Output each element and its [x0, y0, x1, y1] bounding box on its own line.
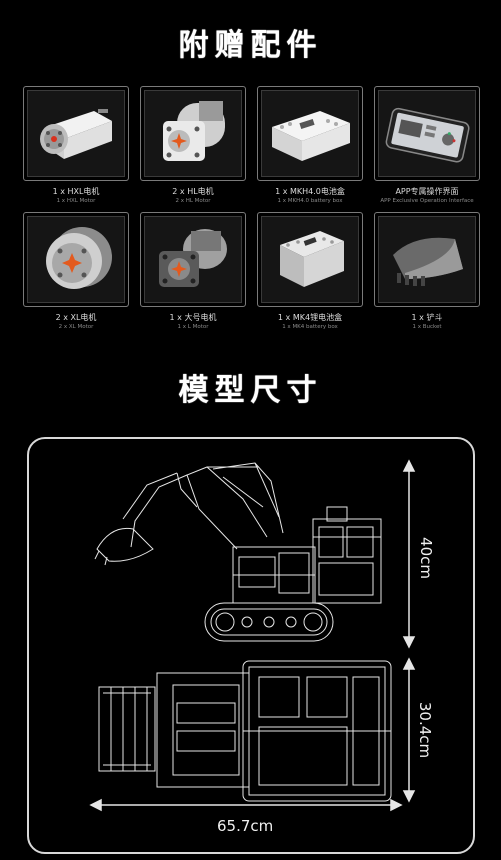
- accessory-image-frame: [374, 86, 480, 181]
- section-title-size: 模型尺寸: [0, 365, 501, 409]
- accessory-name-en: 2 x HL Motor: [175, 198, 211, 204]
- accessory-image-frame: [374, 212, 480, 307]
- accessory-name: 2 x HL电机: [172, 187, 214, 196]
- dimension-length: 65.7cm: [217, 817, 274, 835]
- hxl-motor-icon: [40, 109, 112, 159]
- accessory-name: 2 x XL电机: [55, 313, 97, 322]
- accessory-image-frame: [23, 212, 129, 307]
- accessory-name-en: 1 x Bucket: [412, 324, 442, 330]
- accessory-item: 1 x 铲斗 1 x Bucket: [373, 212, 481, 330]
- dimension-height: 40cm: [416, 537, 435, 579]
- l-motor-icon: [159, 229, 227, 287]
- bucket-icon: [393, 237, 463, 286]
- dimensions-panel: 40cm 30.4cm 65.7cm: [27, 437, 475, 854]
- accessory-item: 2 x XL电机 2 x XL Motor: [22, 212, 130, 330]
- accessory-image-frame: [140, 86, 246, 181]
- accessory-name-en: 2 x XL Motor: [58, 324, 94, 330]
- phone-app-icon: [385, 107, 470, 163]
- excavator-blueprint: [89, 459, 416, 812]
- accessory-item: 2 x HL电机 2 x HL Motor: [139, 86, 247, 204]
- xl-motor-icon: [46, 227, 112, 289]
- accessory-name: APP专属操作界面: [395, 187, 459, 196]
- accessory-name: 1 x 大号电机: [169, 313, 217, 322]
- lithium-battery-box-icon: [280, 231, 344, 287]
- accessory-image-frame: [140, 212, 246, 307]
- section-title-accessories-text: 附赠配件: [178, 28, 323, 63]
- section-title-size-text: 模型尺寸: [178, 373, 323, 408]
- accessory-item: APP专属操作界面 APP Exclusive Operation Interf…: [373, 86, 481, 204]
- accessories-grid: 1 x HXL电机 1 x HXL Motor 2 x HL电机 2 x HL …: [22, 86, 482, 330]
- dimension-width: 30.4cm: [416, 701, 435, 759]
- section-title-accessories: 附赠配件: [0, 20, 501, 64]
- accessory-image-frame: [257, 86, 363, 181]
- accessory-name: 1 x HXL电机: [52, 187, 100, 196]
- accessory-item: 1 x 大号电机 1 x L Motor: [139, 212, 247, 330]
- hl-motor-icon: [163, 101, 225, 161]
- accessory-name-en: 1 x MKH4.0 battery box: [277, 198, 343, 204]
- battery-box-icon: [272, 111, 350, 161]
- accessory-name-en: APP Exclusive Operation Interface: [380, 198, 474, 204]
- accessory-item: 1 x HXL电机 1 x HXL Motor: [22, 86, 130, 204]
- accessory-item: 1 x MK4锂电池盒 1 x MK4 battery box: [256, 212, 364, 330]
- accessory-image-frame: [257, 212, 363, 307]
- accessory-item: 1 x MKH4.0电池盒 1 x MKH4.0 battery box: [256, 86, 364, 204]
- accessory-name-en: 1 x L Motor: [177, 324, 209, 330]
- accessory-name: 1 x MKH4.0电池盒: [275, 187, 345, 196]
- accessory-name-en: 1 x HXL Motor: [56, 198, 96, 204]
- accessory-name-en: 1 x MK4 battery box: [282, 324, 338, 330]
- accessory-name: 1 x 铲斗: [411, 313, 443, 322]
- accessory-image-frame: [23, 86, 129, 181]
- accessory-name: 1 x MK4锂电池盒: [277, 313, 343, 322]
